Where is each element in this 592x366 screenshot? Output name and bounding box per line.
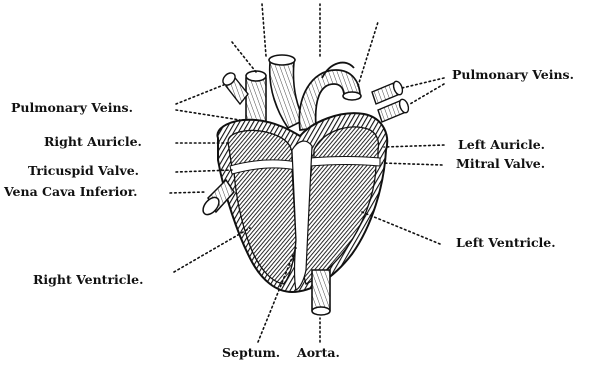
inferior-vena-cava xyxy=(200,180,234,218)
label-left-ventricle: Left Ventricle. xyxy=(456,236,556,250)
leader-vena-cava-inferior xyxy=(170,192,206,193)
label-vena-cava-inferior: Vena Cava Inferior. xyxy=(4,185,138,199)
leader-right-ventricle xyxy=(174,228,250,272)
label-septum: Septum. xyxy=(222,346,280,360)
leader-top-4 xyxy=(358,22,378,86)
label-left-auricle: Left Auricle. xyxy=(458,138,545,152)
leader-pulmonary-veins-right-b xyxy=(410,84,444,104)
label-tricuspid-valve: Tricuspid Valve. xyxy=(28,164,139,178)
leader-left-auricle xyxy=(384,145,444,147)
right-ventricle-cavity xyxy=(234,167,296,284)
mitral-valve-band xyxy=(310,157,380,167)
label-pulmonary-veins-left: Pulmonary Veins. xyxy=(11,101,133,115)
label-pulmonary-veins-right: Pulmonary Veins. xyxy=(452,68,574,82)
label-mitral-valve: Mitral Valve. xyxy=(456,157,545,171)
left-pulmonary-vein xyxy=(221,71,248,104)
leader-left-ventricle xyxy=(362,212,440,244)
leader-pulmonary-veins-left-a xyxy=(176,84,226,104)
label-aorta: Aorta. xyxy=(297,346,340,360)
leader-pulmonary-veins-left-b xyxy=(176,110,240,120)
leader-top-1 xyxy=(232,42,256,72)
descending-aorta xyxy=(312,270,330,315)
label-right-ventricle: Right Ventricle. xyxy=(33,273,143,287)
right-pulmonary-veins xyxy=(372,80,410,122)
leader-pulmonary-veins-right-a xyxy=(402,78,444,88)
label-right-auricle: Right Auricle. xyxy=(44,135,142,149)
leader-top-2 xyxy=(262,4,266,56)
leader-mitral-valve xyxy=(382,163,442,165)
